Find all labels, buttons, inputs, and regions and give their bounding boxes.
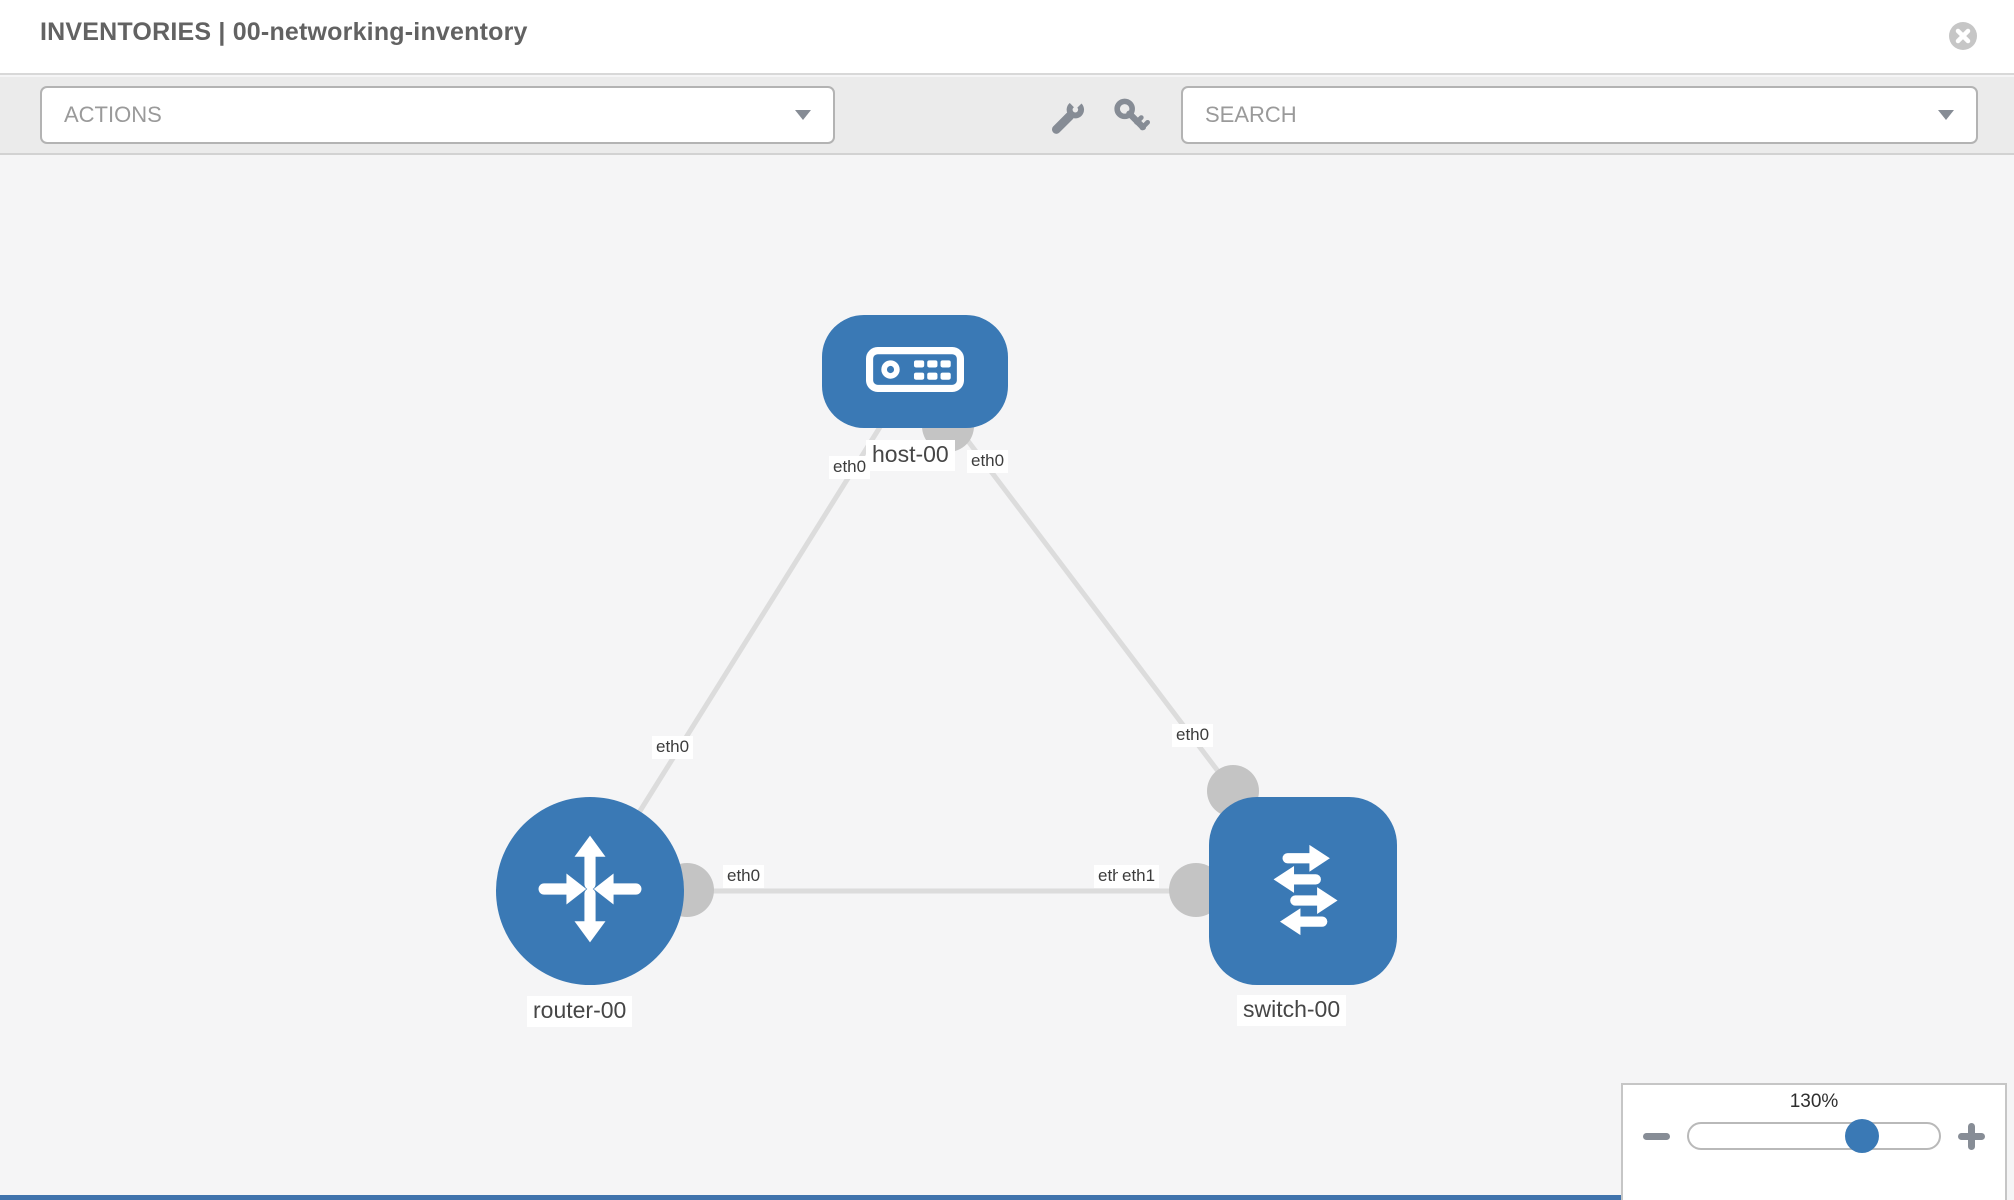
topology-links <box>587 369 1303 917</box>
zoom-slider[interactable] <box>1687 1119 1941 1153</box>
interface-label: eth0 <box>829 456 871 479</box>
close-icon[interactable] <box>1948 21 1978 51</box>
zoom-out-button[interactable] <box>1643 1132 1670 1140</box>
topology-canvas[interactable]: eth0 eth0 eth0 eth0 eth0 eth0 eth1 host-… <box>0 155 2014 1200</box>
zoom-level-value: 130% <box>1789 1091 1839 1112</box>
wrench-icon[interactable] <box>1050 95 1088 135</box>
node-host-00[interactable] <box>822 315 1008 428</box>
bottom-accent-strip <box>0 1195 1621 1200</box>
node-label-router: router-00 <box>527 996 633 1027</box>
node-label-host: host-00 <box>866 440 955 471</box>
zoom-panel: 130% <box>1621 1083 2007 1200</box>
router-icon <box>528 827 652 956</box>
interface-label: eth0 <box>1172 724 1214 747</box>
actions-dropdown-label: ACTIONS <box>64 102 162 127</box>
interface-label: eth1 <box>1118 865 1160 888</box>
search-dropdown[interactable]: SEARCH <box>1181 86 1978 144</box>
header-bar: INVENTORIES | 00-networking-inventory <box>0 0 2014 75</box>
node-router-00[interactable] <box>496 797 684 985</box>
interface-label: eth0 <box>652 736 694 759</box>
chevron-down-icon <box>1938 110 1954 120</box>
key-icon[interactable] <box>1112 97 1150 135</box>
zoom-slider-knob[interactable] <box>1845 1119 1879 1153</box>
host-icon <box>866 346 964 397</box>
page-title: INVENTORIES | 00-networking-inventory <box>40 18 528 46</box>
node-switch-00[interactable] <box>1209 797 1397 985</box>
interface-label: eth0 <box>723 865 765 888</box>
interface-label: eth0 <box>967 450 1009 473</box>
node-label-switch: switch-00 <box>1237 995 1347 1026</box>
actions-dropdown[interactable]: ACTIONS <box>40 86 835 144</box>
zoom-in-button[interactable] <box>1958 1122 1985 1150</box>
chevron-down-icon <box>795 110 811 120</box>
toolbar: ACTIONS SEARCH <box>0 77 2014 155</box>
search-placeholder: SEARCH <box>1205 102 1297 127</box>
switch-icon <box>1239 825 1367 958</box>
